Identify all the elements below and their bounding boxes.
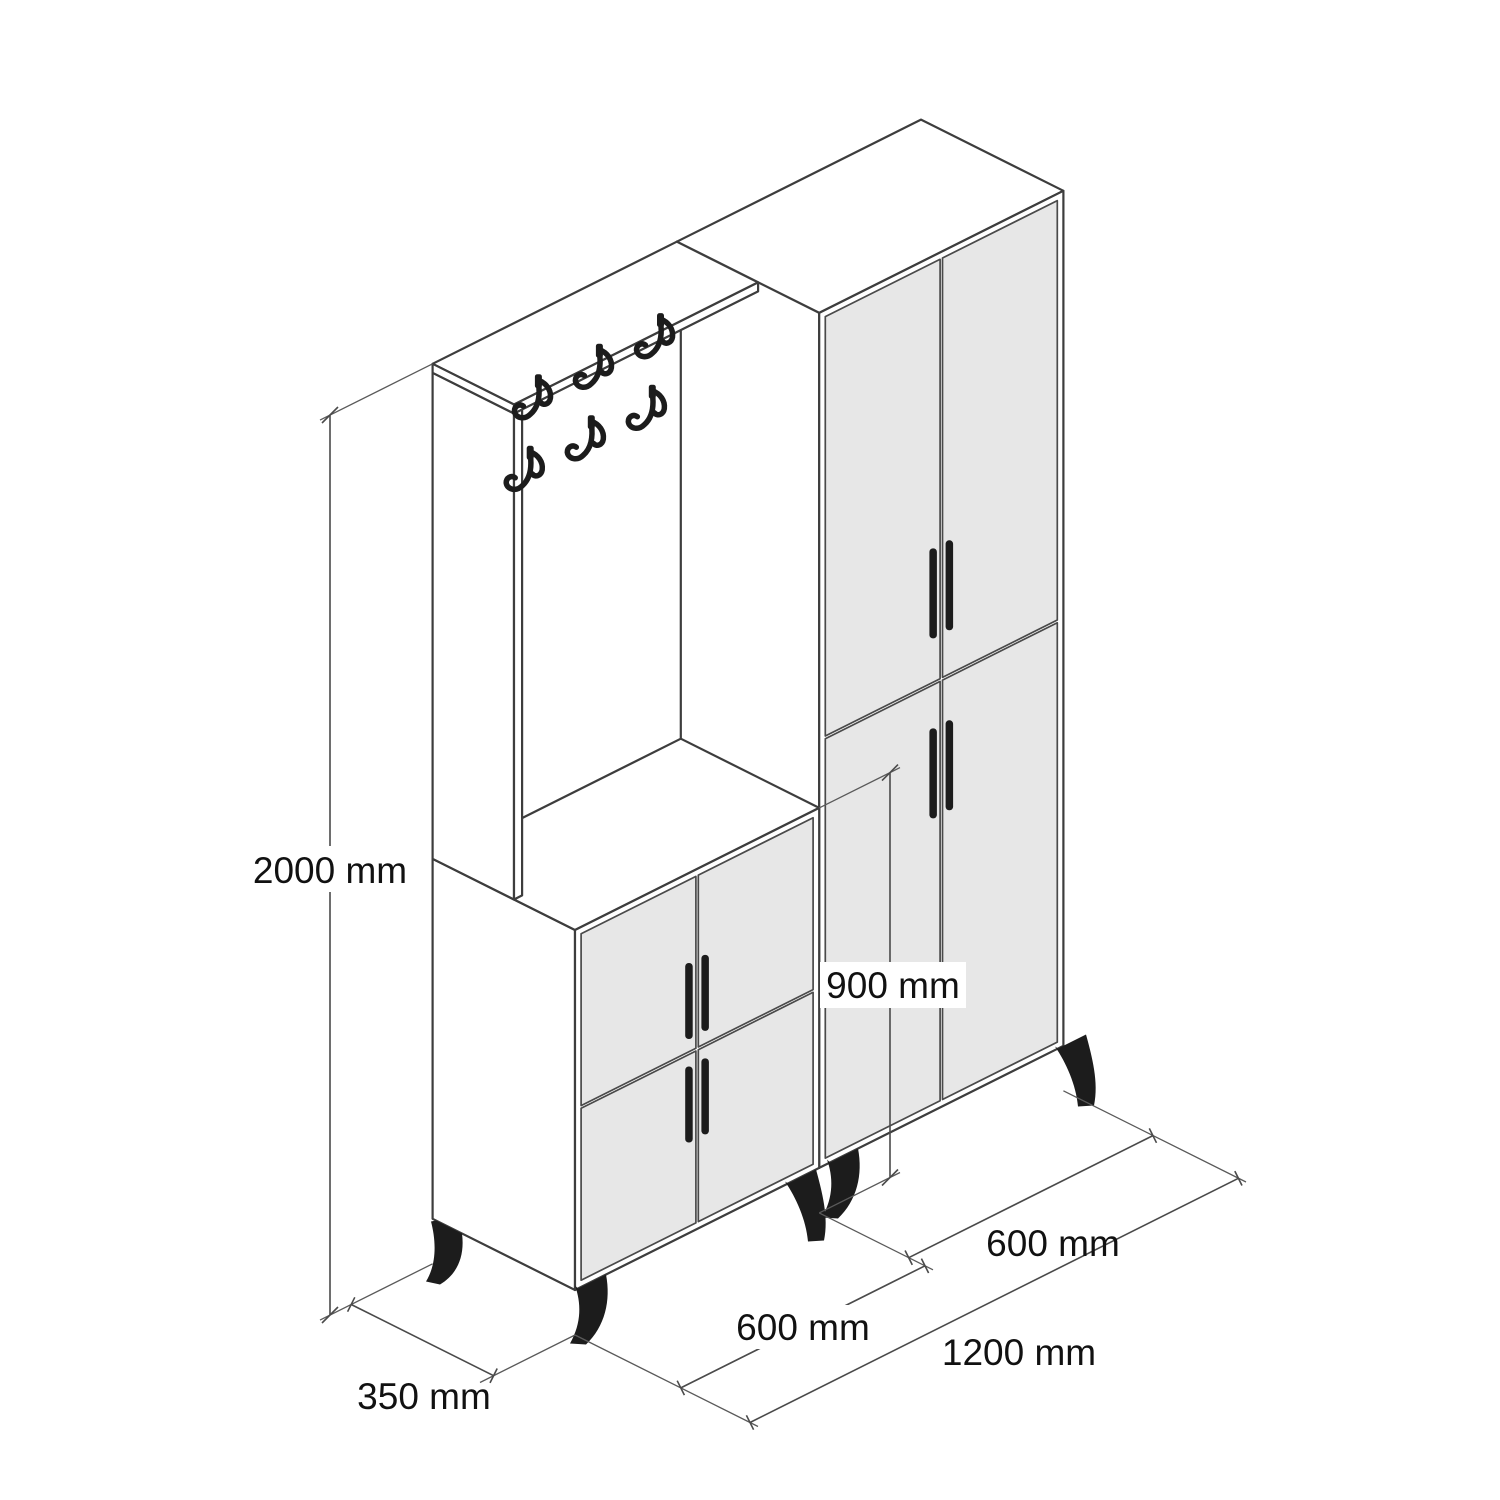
- dimensions: 2000 mm 900 mm 600 mm 1200 mm: [246, 363, 1247, 1431]
- tall-cabinet-door-bottom-right: [941, 621, 1059, 1101]
- cabinet-leg-icon: [426, 1220, 463, 1285]
- cabinet-leg-icon: [570, 1274, 608, 1345]
- door-handle-icon: [929, 548, 937, 639]
- dimension-lower-cabinet-height: 900 mm: [818, 764, 966, 1214]
- dimension-label-total-height: 2000 mm: [253, 850, 407, 891]
- door-handle-icon: [685, 1066, 693, 1143]
- tall-cabinet-door-bottom-left: [824, 680, 941, 1159]
- door-handle-icon: [701, 1058, 709, 1135]
- cabinet-leg-icon: [822, 1148, 860, 1219]
- tall-cabinet-door-top-right: [941, 199, 1059, 679]
- lower-cabinet-door-top-right: [697, 816, 814, 1048]
- coat-hook-icon: [503, 445, 546, 493]
- tall-cabinet: [671, 118, 1096, 1219]
- lower-cabinet-side-face: [431, 857, 577, 1292]
- coat-rack-unit: [426, 240, 826, 1345]
- coat-hook-icon: [511, 374, 554, 421]
- dimension-label-depth: 350 mm: [357, 1376, 491, 1417]
- coat-hook-icon: [633, 313, 676, 360]
- cabinet-leg-icon: [785, 1169, 826, 1242]
- door-handle-icon: [945, 540, 954, 631]
- dimension-total-width: 1200 mm: [745, 1090, 1247, 1431]
- dimension-label-left-cabinet-width: 600 mm: [736, 1307, 870, 1348]
- dimension-right-cabinet-width: 600 mm: [904, 1128, 1158, 1266]
- left-upright-panel-side: [431, 371, 516, 901]
- coat-hook-icon: [564, 415, 607, 462]
- door-handle-icon: [701, 954, 709, 1031]
- left-upright-panel-edge: [512, 408, 524, 901]
- tall-cabinet-door-top-left: [824, 258, 941, 737]
- door-handle-icon: [945, 720, 954, 811]
- dimension-label-right-cabinet-width: 600 mm: [986, 1223, 1120, 1264]
- lower-cabinet-door-top-left: [580, 875, 697, 1107]
- coat-hook-icon: [625, 384, 668, 431]
- door-handle-icon: [929, 728, 937, 819]
- dimension-depth: 350 mm: [346, 1296, 576, 1417]
- dimension-total-height: 2000 mm: [246, 363, 433, 1324]
- coat-hook-icon: [572, 343, 615, 390]
- dimension-label-total-width: 1200 mm: [942, 1332, 1096, 1373]
- lower-cabinet-door-bottom-left: [580, 1050, 697, 1282]
- dimension-left-cabinet-width: 600 mm: [574, 1212, 934, 1428]
- cabinet-leg-icon: [1055, 1034, 1096, 1107]
- lower-cabinet-door-bottom-right: [697, 991, 814, 1223]
- door-handle-icon: [685, 963, 693, 1039]
- dimension-label-lower-cabinet-height: 900 mm: [826, 965, 960, 1006]
